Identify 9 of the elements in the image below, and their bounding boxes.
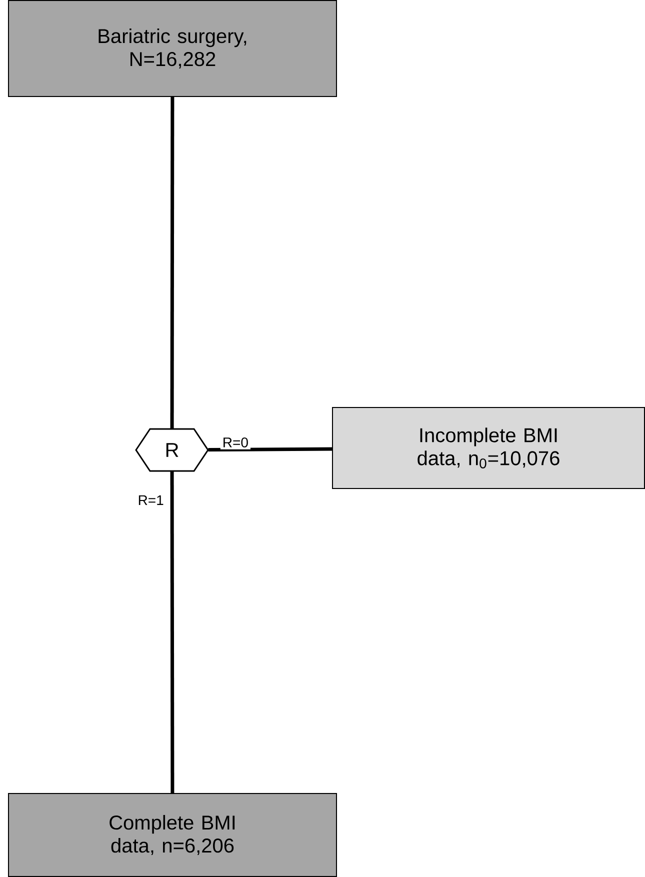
edge-label: R=1	[136, 493, 166, 507]
connector-line	[170, 97, 174, 429]
connector-line	[208, 447, 332, 452]
hexagon-node: R	[135, 428, 209, 472]
process-box: Incomplete BMI data, n$_{0}$=10,076	[332, 407, 645, 489]
edge-label: R=0	[220, 436, 250, 450]
process-box: Bariatric surgery, N=16,282	[8, 0, 337, 97]
connector-line	[170, 471, 174, 794]
process-box: Complete BMI data, n=6,206	[8, 793, 337, 877]
